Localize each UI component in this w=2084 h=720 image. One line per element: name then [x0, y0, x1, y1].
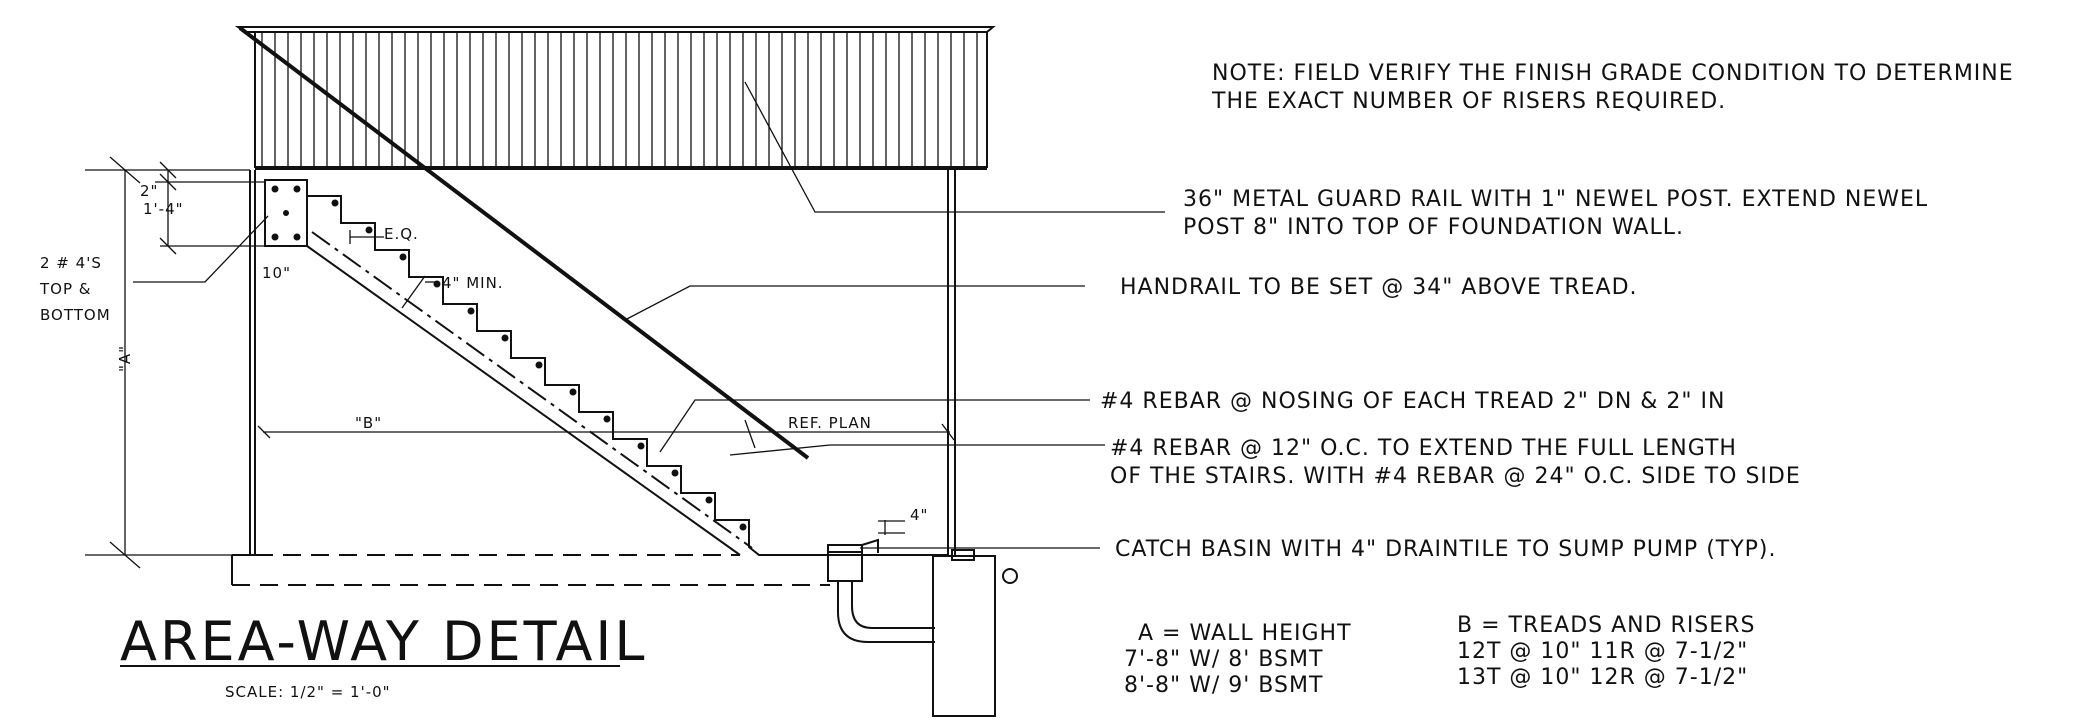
- dimension-4-min: [401, 275, 438, 309]
- note-catch-basin: CATCH BASIN WITH 4" DRAINTILE TO SUMP PU…: [1115, 537, 1777, 562]
- drawing-title: AREA-WAY DETAIL: [120, 610, 647, 673]
- note-verify-line1: NOTE: FIELD VERIFY THE FINISH GRADE COND…: [1212, 61, 2014, 86]
- dimension-2in-14in: [155, 161, 265, 255]
- bond-beam: [264, 179, 308, 247]
- dim-b-label: "B": [355, 414, 382, 432]
- dim-4in-label: 4": [910, 506, 928, 524]
- note-rebar-nosing: #4 REBAR @ NOSING OF EACH TREAD 2" DN & …: [1100, 389, 1726, 414]
- nosing-rebar-dot: [535, 361, 543, 369]
- guard-rail-balusters: [261, 32, 978, 166]
- dim-ref-plan-label: REF. PLAN: [788, 414, 872, 432]
- note-guardrail-line2: POST 8" INTO TOP OF FOUNDATION WALL.: [1183, 215, 1684, 240]
- legend-b-line1: B = TREADS AND RISERS: [1457, 613, 1755, 638]
- dimension-4in: [878, 520, 905, 535]
- legend-a-line2: 7'-8" W/ 8' BSMT: [1124, 647, 1323, 672]
- dimension-eq: [349, 230, 384, 244]
- nosing-rebar-dot: [467, 307, 475, 315]
- nosing-rebar-dot: [569, 388, 577, 396]
- legend-b-line2: 12T @ 10" 11R @ 7-1/2": [1457, 639, 1748, 664]
- legend-a-line1: A = WALL HEIGHT: [1138, 621, 1352, 646]
- rebar-top-bottom-line3: BOTTOM: [40, 306, 111, 324]
- nosing-rebar-dot: [671, 469, 679, 477]
- note-guardrail-line1: 36" METAL GUARD RAIL WITH 1" NEWEL POST.…: [1183, 187, 1928, 212]
- nosing-rebar-dot: [603, 415, 611, 423]
- nosing-rebar-dot: [501, 334, 509, 342]
- nosing-rebar-dot: [365, 226, 373, 234]
- drawing-scale: SCALE: 1/2" = 1'-0": [225, 683, 391, 701]
- guard-rail: [234, 26, 996, 170]
- dim-a-label: "A": [116, 345, 134, 372]
- dim-2in-label: 2": [140, 182, 158, 200]
- note-rebar-oc-line2: OF THE STAIRS. WITH #4 REBAR @ 24" O.C. …: [1110, 464, 1801, 489]
- foundation-walls: [231, 170, 956, 586]
- legend-b-line3: 13T @ 10" 12R @ 7-1/2": [1457, 665, 1748, 690]
- catch-basin: [827, 538, 935, 643]
- nosing-rebar-dot: [331, 199, 339, 207]
- stair: [306, 195, 948, 556]
- dimension-b: [257, 419, 955, 449]
- dim-4-min-label: 4" MIN.: [442, 274, 504, 292]
- rebar-top-bottom-line1: 2 # 4'S: [40, 254, 102, 272]
- nosing-rebar-dot: [705, 496, 713, 504]
- legend-a-line3: 8'-8" W/ 9' BSMT: [1124, 673, 1323, 698]
- leader-lines: [133, 81, 1165, 549]
- nosing-rebar-dot: [739, 523, 747, 531]
- note-rebar-oc-line1: #4 REBAR @ 12" O.C. TO EXTEND THE FULL L…: [1110, 436, 1737, 461]
- nosing-rebar-dot: [399, 253, 407, 261]
- rebar-top-bottom-line2: TOP &: [39, 280, 91, 298]
- handrail: [238, 26, 810, 460]
- note-handrail: HANDRAIL TO BE SET @ 34" ABOVE TREAD.: [1120, 275, 1638, 300]
- dim-eq-label: E.Q.: [384, 225, 419, 243]
- dim-10in-label: 10": [262, 264, 291, 282]
- nosing-rebar-dot: [637, 442, 645, 450]
- dim-1-4-label: 1'-4": [143, 200, 184, 218]
- note-verify-line2: THE EXACT NUMBER OF RISERS REQUIRED.: [1211, 89, 1726, 114]
- sump-pump-pit: [932, 549, 1018, 717]
